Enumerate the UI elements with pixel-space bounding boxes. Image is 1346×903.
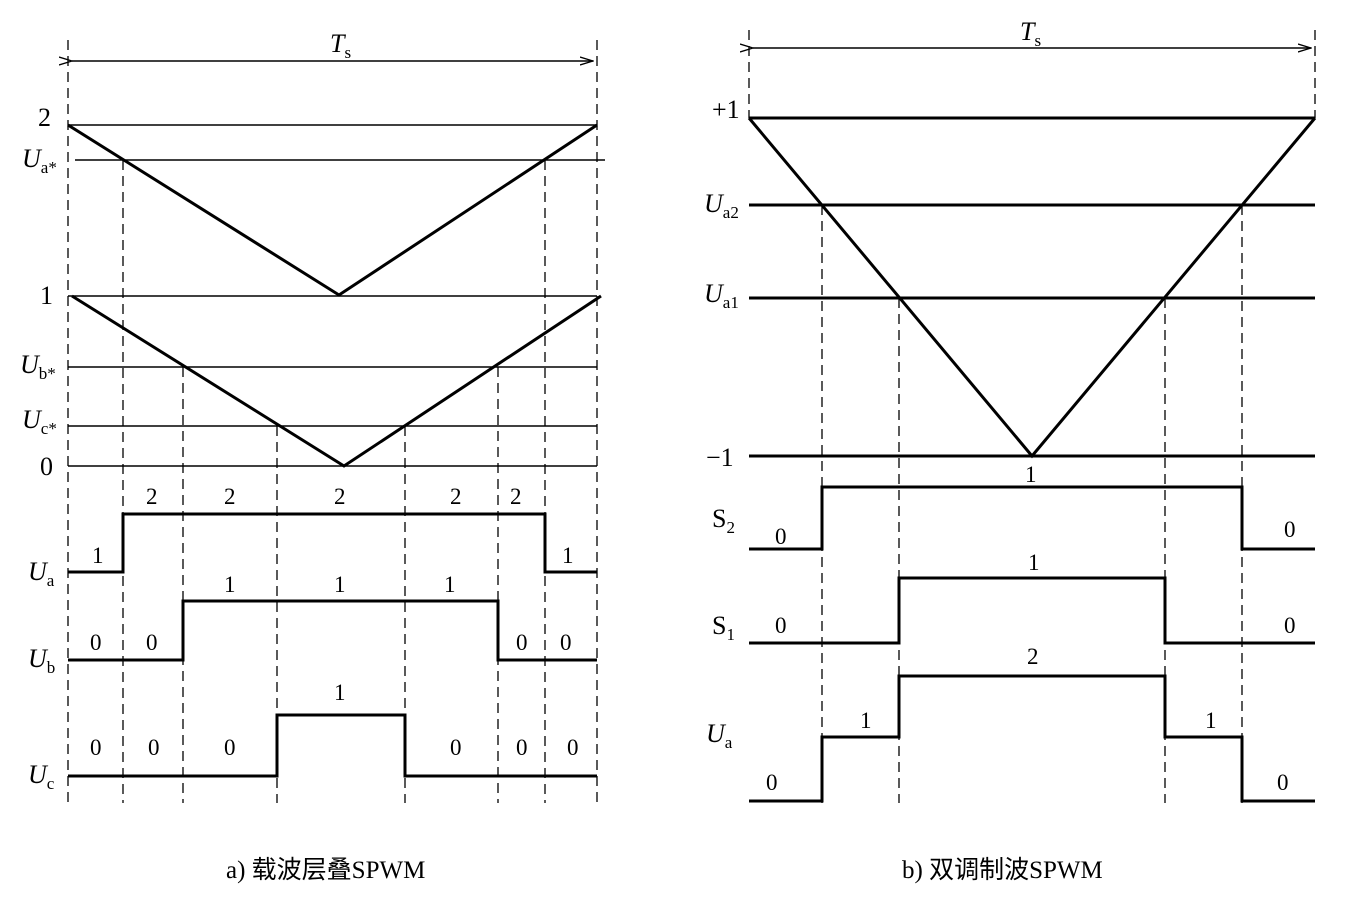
upper-carrier — [67, 123, 598, 297]
panel-a-carrier-stacked-spwm: Ts 2 1 0 Ua* Ub* Uc* Ua 1 2 — [20, 29, 605, 884]
ua-output-label: Ua — [706, 719, 733, 752]
level-2-label: 2 — [38, 103, 51, 132]
ub-state-value: 1 — [334, 572, 346, 597]
s2-state-value: 0 — [775, 524, 787, 549]
uc-state-value: 0 — [148, 735, 160, 760]
uc-reference-label: Uc* — [22, 405, 57, 438]
period-label: Ts — [330, 29, 351, 62]
uc-state-value: 1 — [334, 680, 346, 705]
ua-state-value: 2 — [224, 484, 236, 509]
panel-a-switching-instants — [122, 160, 546, 803]
ub-output-label: Ub — [28, 644, 55, 677]
ua-output-waveform — [749, 674, 1315, 803]
ub-state-value: 1 — [444, 572, 456, 597]
ua-state-value: 2 — [334, 484, 346, 509]
ua-state-value: 1 — [1205, 708, 1217, 733]
ub-state-value: 1 — [224, 572, 236, 597]
ua2-reference-label: Ua2 — [704, 189, 739, 222]
ua-state-value: 2 — [146, 484, 158, 509]
level-1-label: 1 — [40, 281, 53, 310]
panel-a-caption: a) 载波层叠SPWM — [226, 856, 425, 884]
uc-output-label: Uc — [28, 760, 55, 793]
uc-state-value: 0 — [567, 735, 579, 760]
uc-state-value: 0 — [90, 735, 102, 760]
lower-carrier — [71, 294, 602, 468]
s1-state-value: 0 — [1284, 613, 1296, 638]
triangular-carrier — [747, 117, 1317, 459]
s2-state-value: 1 — [1025, 462, 1037, 487]
panel-b-period-dimension: Ts — [749, 17, 1316, 118]
ua-state-value: 0 — [1277, 770, 1289, 795]
ua-state-value: 2 — [1027, 644, 1039, 669]
ua-state-value: 1 — [92, 543, 104, 568]
ub-state-value: 0 — [560, 630, 572, 655]
ua-state-value: 0 — [766, 770, 778, 795]
panel-b-dual-modulation-spwm: Ts +1 Ua2 Ua1 −1 S2 0 1 0 S1 0 1 0 — [704, 17, 1317, 884]
s1-switch-waveform — [749, 576, 1315, 645]
ua-state-value: 2 — [510, 484, 522, 509]
ua-reference-label: Ua* — [22, 144, 57, 177]
s1-state-value: 1 — [1028, 550, 1040, 575]
ua-output-label: Ua — [28, 557, 55, 590]
ua1-reference-label: Ua1 — [704, 279, 739, 312]
uc-state-value: 0 — [516, 735, 528, 760]
level-minus1-label: −1 — [706, 443, 734, 472]
ub-state-value: 0 — [90, 630, 102, 655]
ub-reference-label: Ub* — [20, 350, 56, 383]
ub-state-value: 0 — [146, 630, 158, 655]
ua-output-waveform — [68, 512, 597, 574]
s2-switch-waveform — [749, 485, 1315, 551]
uc-state-value: 0 — [224, 735, 236, 760]
ua-state-value: 1 — [562, 543, 574, 568]
ua-state-value: 2 — [450, 484, 462, 509]
ub-state-value: 0 — [516, 630, 528, 655]
panel-b-caption: b) 双调制波SPWM — [902, 856, 1103, 884]
period-label: Ts — [1020, 17, 1041, 50]
s2-state-value: 0 — [1284, 517, 1296, 542]
uc-state-value: 0 — [450, 735, 462, 760]
ua-state-value: 1 — [860, 708, 872, 733]
s1-state-value: 0 — [775, 613, 787, 638]
panel-a-period-dimension: Ts — [68, 29, 598, 803]
panel-b-switching-instants — [821, 205, 1243, 803]
s2-label: S2 — [712, 504, 735, 537]
ub-output-waveform — [68, 599, 597, 662]
level-plus1-label: +1 — [712, 95, 740, 124]
uc-output-waveform — [68, 713, 597, 778]
s1-label: S1 — [712, 611, 735, 644]
level-0-label: 0 — [40, 452, 53, 481]
